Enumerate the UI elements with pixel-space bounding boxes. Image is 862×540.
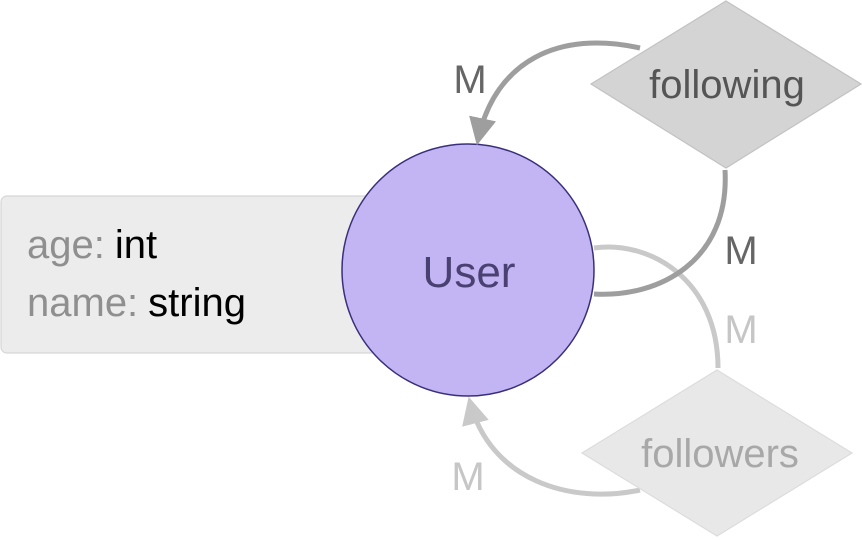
- following-cardinality-out: M: [724, 229, 757, 273]
- relationship-followers: followers: [580, 369, 854, 537]
- attribute-age-key: age:: [27, 223, 105, 267]
- attribute-name: name:string: [27, 281, 246, 325]
- user-label: User: [423, 248, 516, 297]
- followers-diamond: [580, 369, 854, 537]
- followers-label: followers: [641, 432, 799, 476]
- following-incoming-arrow: [469, 40, 641, 146]
- attribute-name-key: name:: [27, 281, 138, 325]
- followers-cardinality-out: M: [724, 308, 757, 352]
- following-diamond: [589, 0, 862, 169]
- following-connectors: [469, 40, 728, 297]
- followers-cardinality-in: M: [451, 455, 484, 499]
- following-cardinality-in: M: [453, 58, 486, 102]
- relationship-following: following: [589, 0, 862, 169]
- attribute-name-type: string: [148, 281, 246, 325]
- attribute-age: age:int: [27, 223, 157, 267]
- following-outgoing-line: [593, 169, 728, 297]
- following-label: following: [649, 63, 805, 107]
- followers-outgoing-line: [593, 244, 721, 369]
- followers-incoming-arrow: [462, 396, 641, 497]
- attributes-box: age:int name:string: [0, 195, 392, 354]
- user-circle: [341, 143, 595, 397]
- attribute-age-type: int: [115, 223, 157, 267]
- entity-user: User: [341, 143, 595, 397]
- attributes-box-background: [0, 195, 392, 354]
